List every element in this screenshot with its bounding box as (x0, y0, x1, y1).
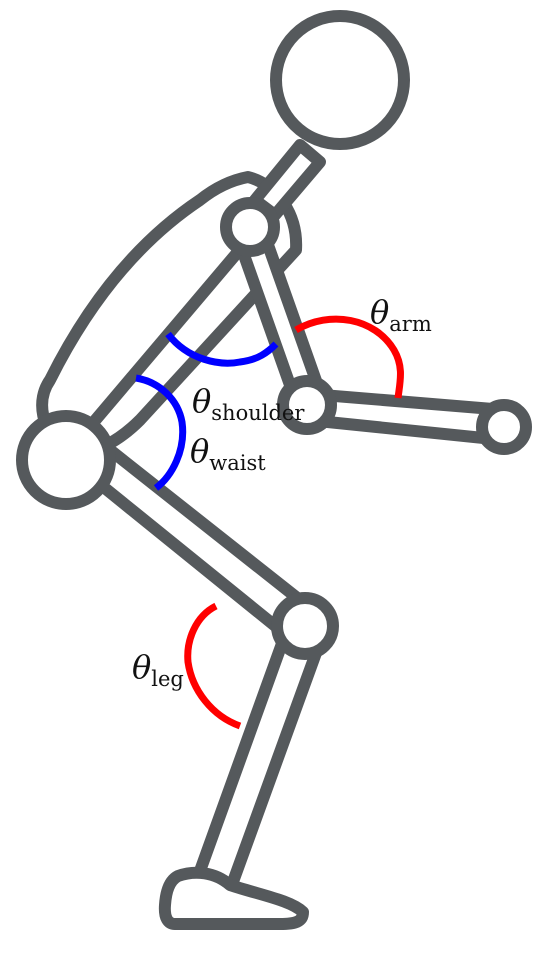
knee-joint (271, 592, 339, 660)
label-theta-leg: θleg (132, 648, 184, 691)
spine-line (64, 234, 254, 456)
shin-capsule (190, 632, 326, 896)
elbow-joint (277, 375, 337, 435)
hand (476, 399, 532, 455)
arc-waist (135, 374, 187, 491)
foot (158, 866, 309, 930)
arc-shoulder (165, 331, 279, 367)
forearm-capsule (302, 388, 511, 446)
arc-arm (294, 315, 404, 399)
hip-joint (16, 410, 116, 510)
head (270, 10, 410, 150)
label-theta-waist: θwaist (190, 432, 266, 475)
shin (190, 632, 326, 896)
label-theta-arm: θarm (370, 293, 432, 336)
shoulder-joint (220, 197, 280, 257)
forearm (302, 388, 511, 446)
label-theta-shoulder: θshoulder (192, 382, 305, 425)
arc-leg (184, 602, 242, 730)
